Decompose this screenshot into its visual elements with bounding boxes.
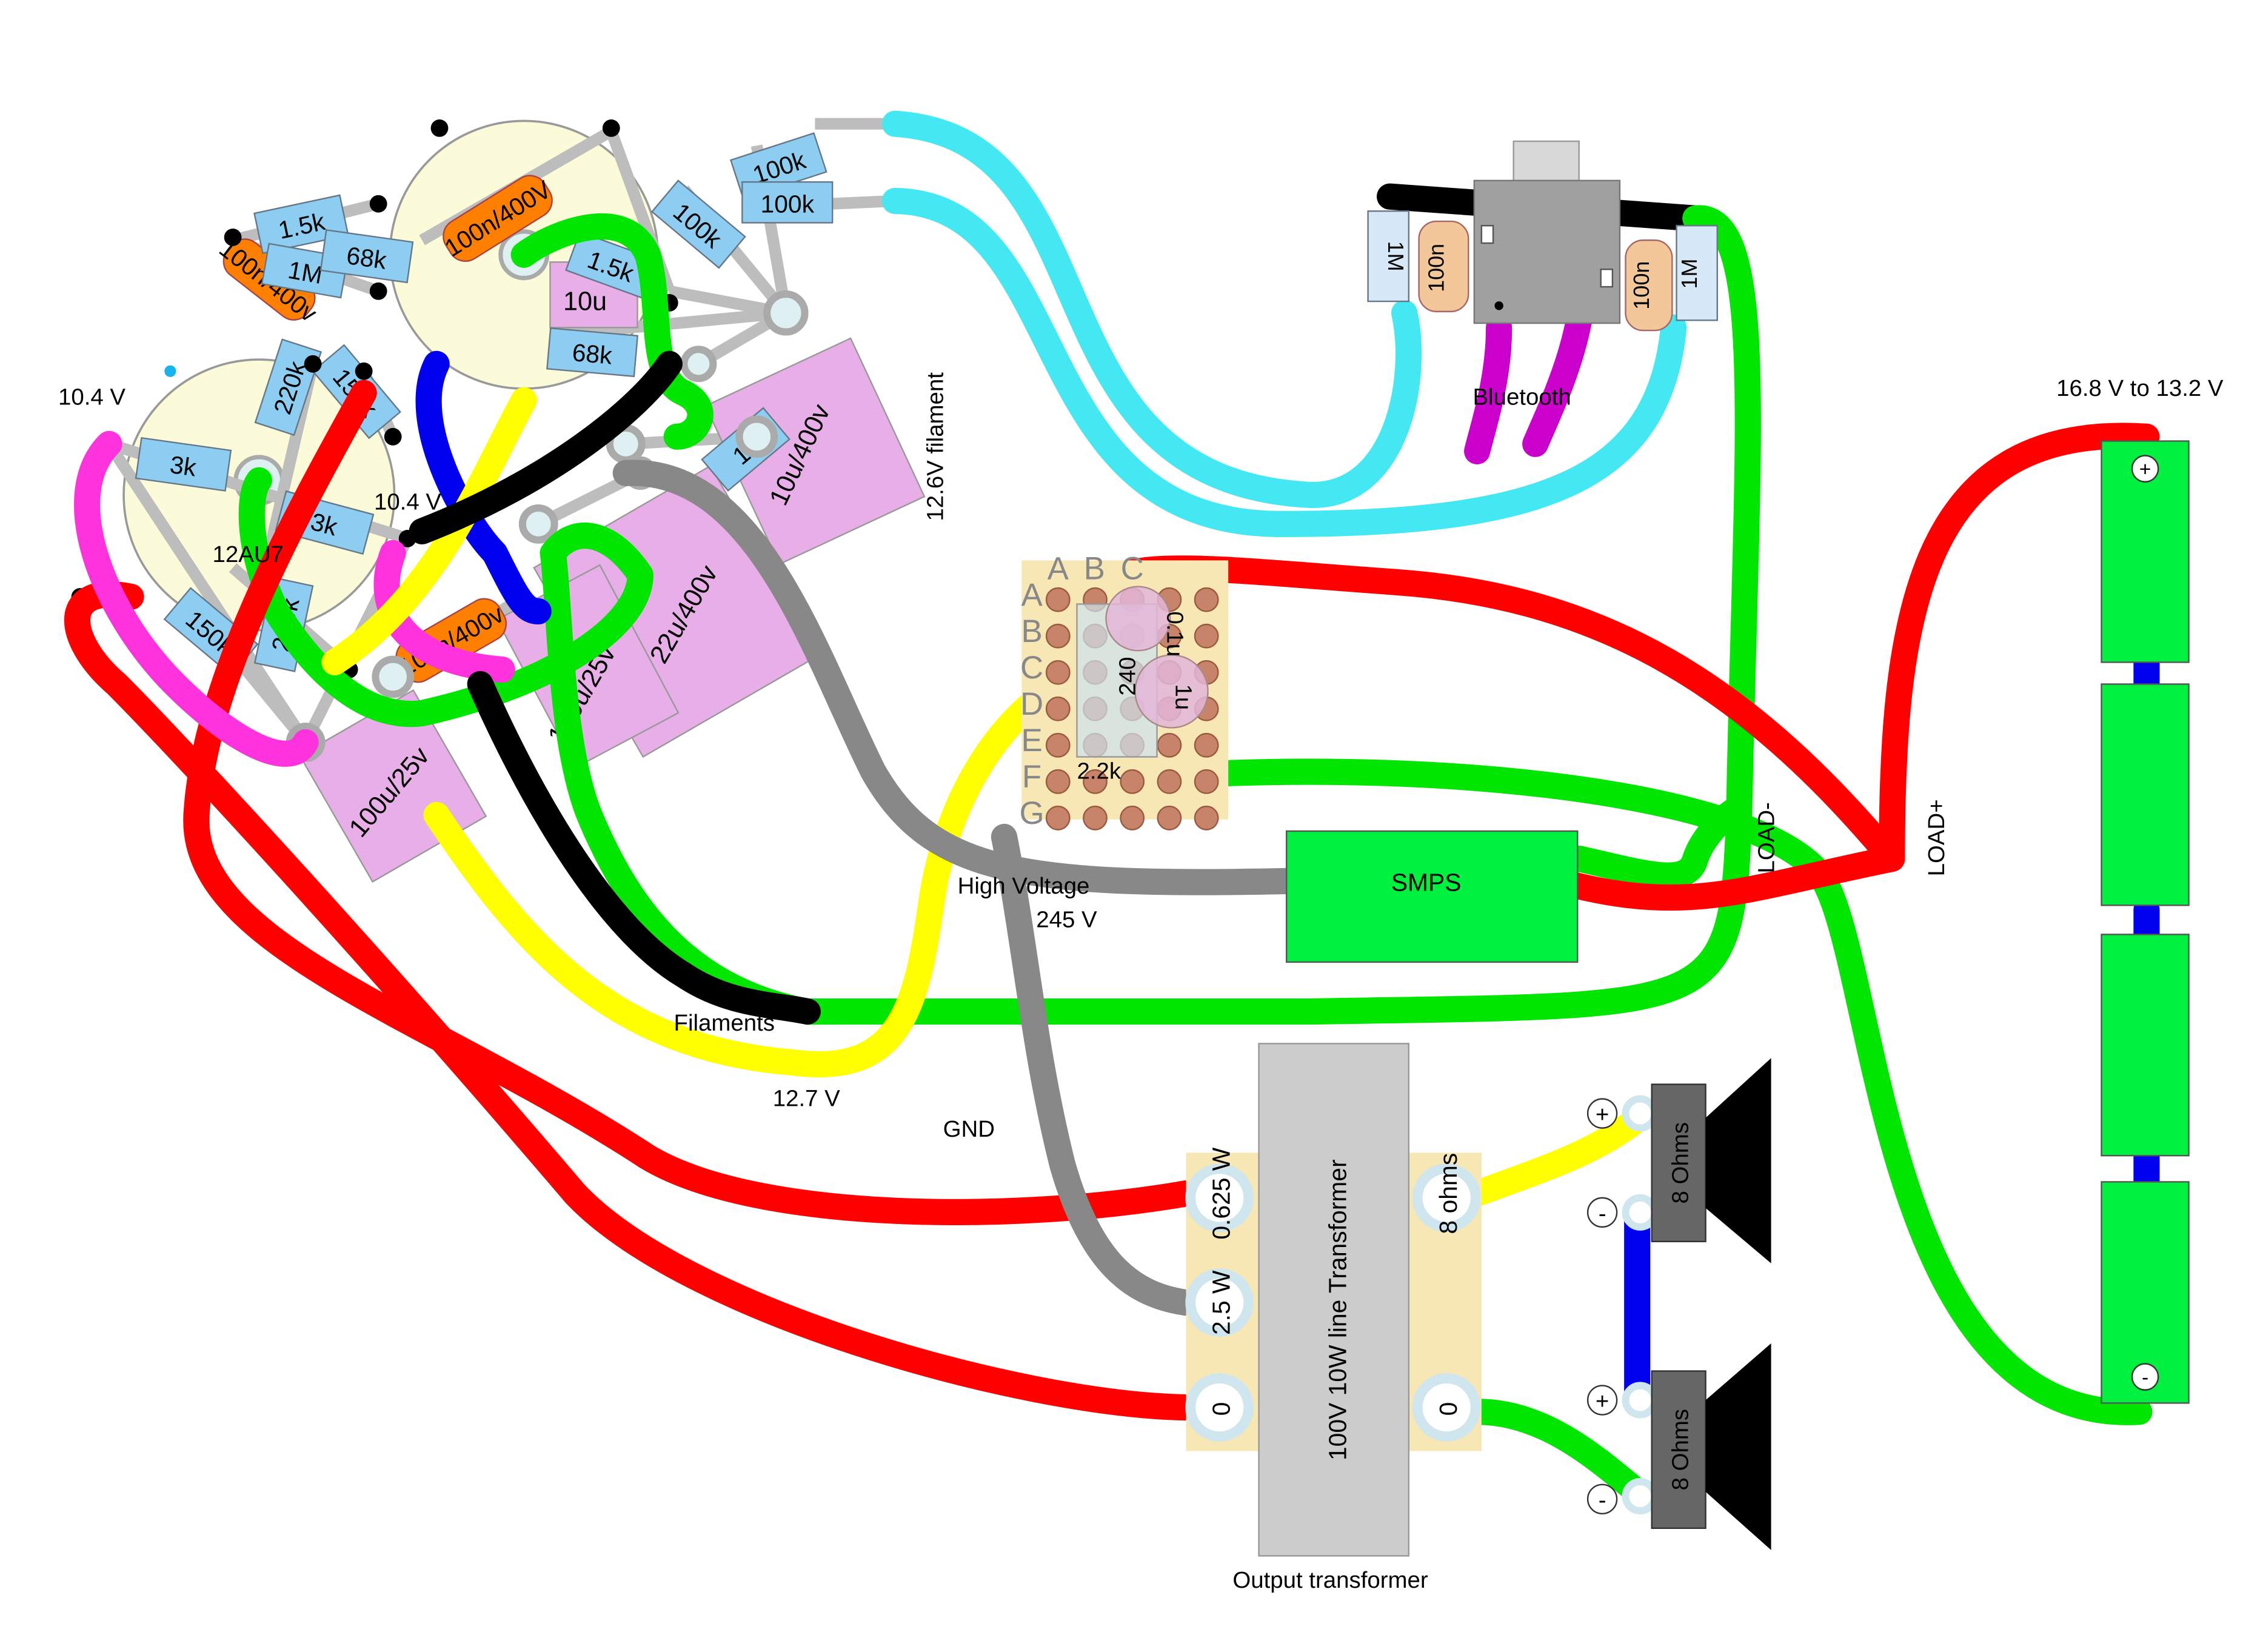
perfboard-resistor-label: 2.2k — [1077, 758, 1121, 784]
resistor-label: 100k — [761, 190, 815, 218]
perfboard-cap-label: 0.1u — [1162, 611, 1188, 657]
minus-icon: - — [1599, 1200, 1606, 1226]
resistor-3k-a: 3k — [135, 436, 232, 492]
cap-10u-400v: 10u/400v — [704, 337, 926, 566]
perfboard-hole — [1120, 805, 1145, 831]
speaker-2: 8 Ohms + - — [1586, 1343, 1771, 1550]
tap-label: 2.5 W — [1208, 1270, 1235, 1335]
battery-plus-icon: + — [2139, 458, 2151, 481]
load-plus-label: LOAD+ — [1924, 799, 1950, 876]
perfboard-col-label: A — [1048, 551, 1069, 587]
voltage-label: 10.4 V — [58, 384, 125, 410]
plus-icon: + — [1596, 1102, 1609, 1128]
perfboard-row-label: F — [1022, 759, 1041, 795]
output-transformer-label: Output transformer — [1232, 1567, 1428, 1593]
perfboard-row-label: D — [1020, 686, 1043, 722]
battery-voltage-label: 16.8 V to 13.2 V — [2056, 375, 2224, 401]
perfboard-hole — [1045, 769, 1071, 794]
tap-label: 0 — [1434, 1402, 1462, 1416]
resistor-68k-a: 68k — [319, 229, 414, 284]
output-transformer: 100V 10W line Transformer 0.625 W 2.5 W … — [1185, 1043, 1482, 1557]
perfboard-resistor-label: 240 — [1115, 657, 1141, 696]
speaker-label: 8 Ohms — [1668, 1122, 1694, 1203]
bt-resistor-1: 1M — [1367, 210, 1410, 303]
smps-module: SMPS — [1285, 830, 1579, 963]
annotations: 10.4 V 10.4 V 12AU7 12.6V filament Bluet… — [58, 372, 2224, 1594]
battery-pack: + - — [2101, 440, 2190, 1404]
perfboard-row-label: B — [1021, 614, 1042, 649]
perfboard-hole — [1157, 805, 1182, 831]
perfboard: A B C A B C D E F G 0.1u 1u 240 2.2k — [1020, 551, 1229, 831]
tap-label: 0.625 W — [1208, 1147, 1235, 1239]
resistor-label: 3k — [169, 450, 199, 482]
perfboard-hole — [1045, 587, 1071, 612]
perfboard-row-label: E — [1021, 723, 1042, 758]
perfboard-col-label: C — [1121, 551, 1144, 587]
perfboard-hole — [1045, 805, 1071, 831]
resistor-1.5k-b: 1.5k — [565, 230, 657, 299]
battery-minus-icon: - — [2142, 1366, 2148, 1389]
bt-cap-2: 100n — [1625, 239, 1673, 332]
resistor-100k-b: 100k — [741, 181, 834, 224]
perfboard-hole — [1045, 696, 1071, 721]
perfboard-hole — [1045, 623, 1071, 649]
bt-resistor-2: 1M — [1676, 225, 1718, 321]
perfboard-cap-label: 1u — [1171, 684, 1197, 710]
bluetooth-module: 1M 100n 100n 1M — [1367, 140, 1718, 332]
minus-icon: - — [1599, 1487, 1606, 1513]
cap-label: 10u — [563, 287, 607, 316]
bluetooth-label: Bluetooth — [1472, 384, 1571, 410]
resistor-label: 68k — [345, 241, 389, 275]
perfboard-hole — [1194, 623, 1219, 649]
perfboard-hole — [1120, 769, 1145, 794]
transformer-label: 100V 10W line Transformer — [1324, 1159, 1352, 1460]
voltage-label: 12.7 V — [773, 1086, 840, 1112]
perfboard-hole — [1083, 805, 1108, 831]
gnd-label: GND — [943, 1116, 995, 1142]
perfboard-hole — [1157, 732, 1182, 758]
voltage-label: 10.4 V — [374, 489, 441, 515]
perfboard-row-label: G — [1020, 795, 1045, 831]
perfboard-col-label: B — [1084, 551, 1105, 587]
filament-label: 12.6V filament — [923, 372, 949, 521]
tube-label: 12AU7 — [212, 541, 283, 567]
plus-icon: + — [1596, 1388, 1609, 1414]
resistor-label: 1M — [1383, 241, 1408, 272]
perfboard-hole — [1194, 732, 1219, 758]
perfboard-hole — [1045, 732, 1071, 758]
resistor-68k-b: 68k — [546, 327, 639, 378]
cap-label: 100n — [1629, 261, 1654, 310]
perfboard-hole — [1194, 587, 1219, 612]
load-minus-label: LOAD- — [1753, 802, 1779, 873]
resistor-label: 1M — [286, 256, 325, 289]
bt-cap-1: 100n — [1418, 220, 1469, 313]
speaker-1: 8 Ohms + - — [1586, 1058, 1771, 1263]
speaker-label: 8 Ohms — [1668, 1409, 1694, 1490]
perfboard-hole — [1045, 660, 1071, 685]
cap-label: 100n — [1423, 244, 1448, 292]
perfboard-hole — [1083, 769, 1108, 794]
tap-label: 8 ohms — [1434, 1153, 1462, 1234]
filaments-label: Filaments — [674, 1010, 774, 1036]
tap-label: 0 — [1208, 1402, 1235, 1416]
resistor-label: 1M — [1677, 258, 1702, 289]
perfboard-row-label: C — [1020, 650, 1043, 686]
resistor-label: 68k — [571, 338, 613, 370]
perfboard-hole — [1194, 769, 1219, 794]
hv-value-label: 245 V — [1036, 906, 1097, 932]
perfboard-hole — [1157, 769, 1182, 794]
pin1-marker-icon — [164, 365, 176, 377]
high-voltage-label: High Voltage — [958, 873, 1090, 899]
smps-label: SMPS — [1391, 868, 1462, 896]
perfboard-hole — [1194, 805, 1219, 831]
perfboard-row-label: A — [1021, 577, 1043, 613]
